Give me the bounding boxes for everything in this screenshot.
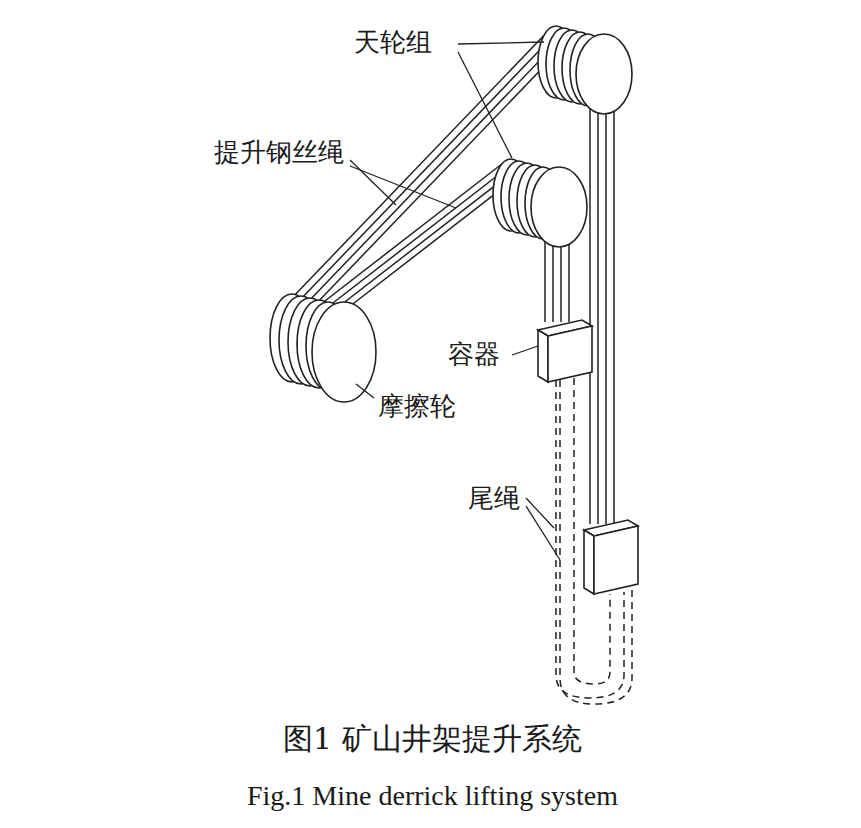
friction-wheel: [270, 294, 376, 402]
part-label: 摩擦轮: [376, 392, 458, 422]
tail-ropes: [556, 378, 632, 704]
head-sheave-lower: [493, 159, 587, 247]
containers: [538, 320, 638, 594]
part-label: 尾绳: [466, 484, 522, 514]
part-label: 容器: [446, 340, 502, 370]
figure-caption: 图1 矿山井架提升系统: [283, 722, 582, 757]
part-label: 提升钢丝绳: [212, 138, 346, 168]
head-sheave-upper: [538, 26, 632, 114]
part-label: 天轮组: [352, 28, 434, 58]
hoisting-ropes: [290, 27, 614, 524]
leader-lines: [350, 42, 560, 560]
caption-english: Fig.1 Mine derrick lifting system: [247, 780, 618, 812]
